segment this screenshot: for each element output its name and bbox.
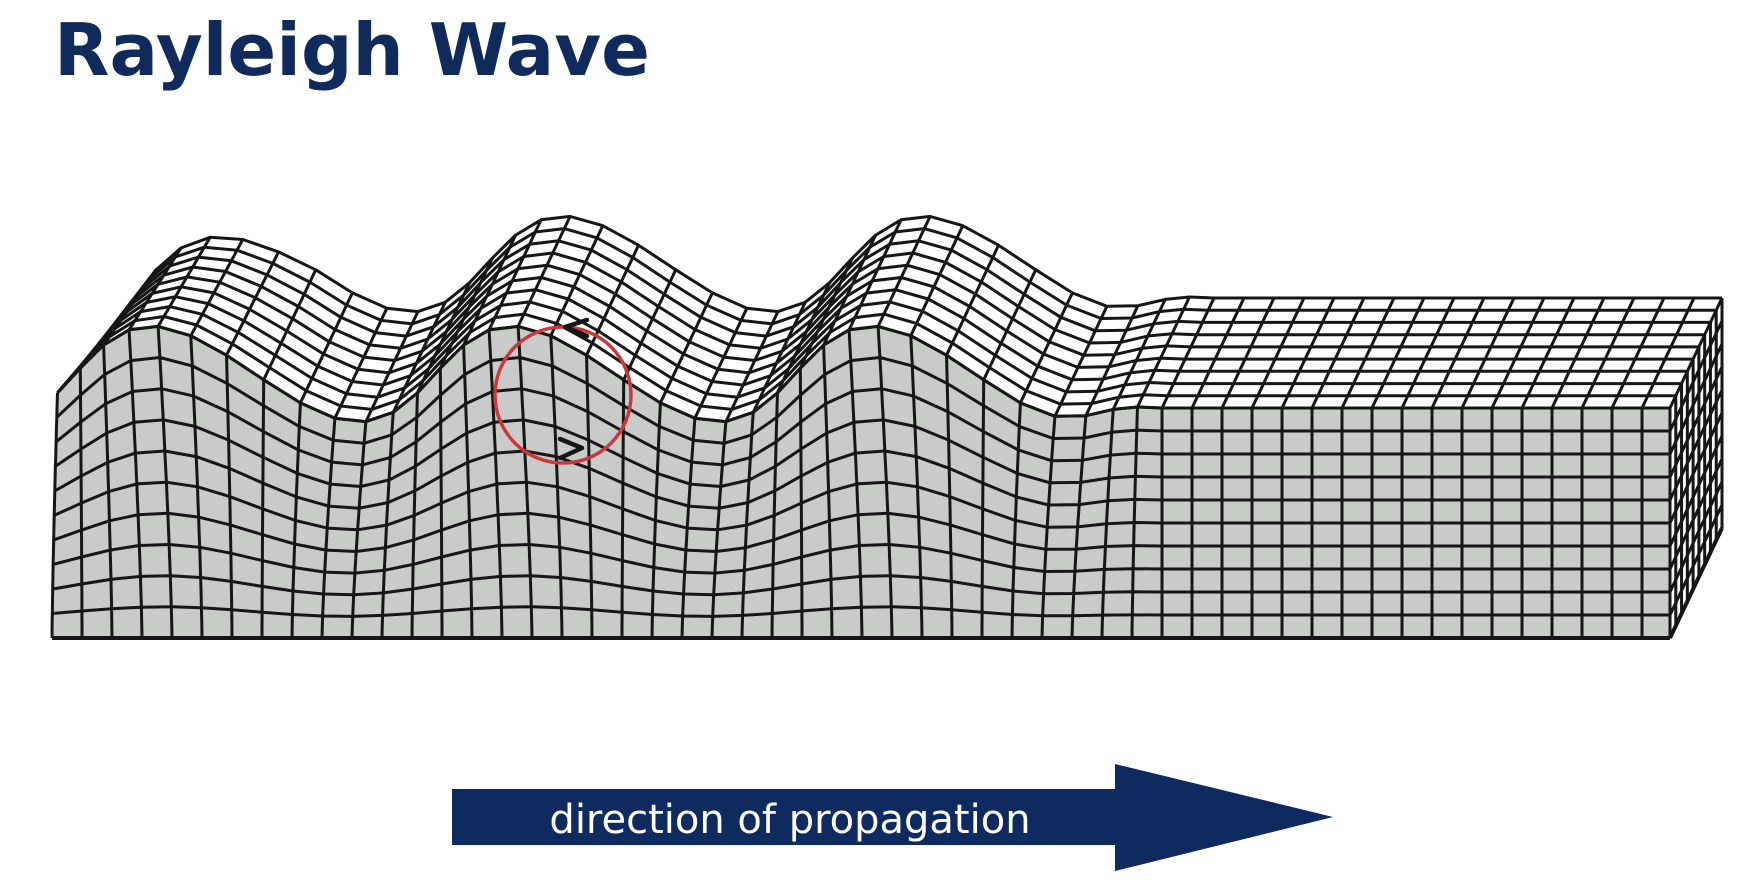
diagram-title: Rayleigh Wave (54, 8, 651, 92)
top-face-grid (56, 214, 1722, 424)
particle-orbit-icon (493, 317, 633, 465)
block-outline (52, 527, 1724, 640)
propagation-arrow-label: direction of propagation (549, 797, 1030, 843)
propagation-arrow: direction of propagation (452, 764, 1333, 871)
side-face-grid (1668, 297, 1724, 639)
